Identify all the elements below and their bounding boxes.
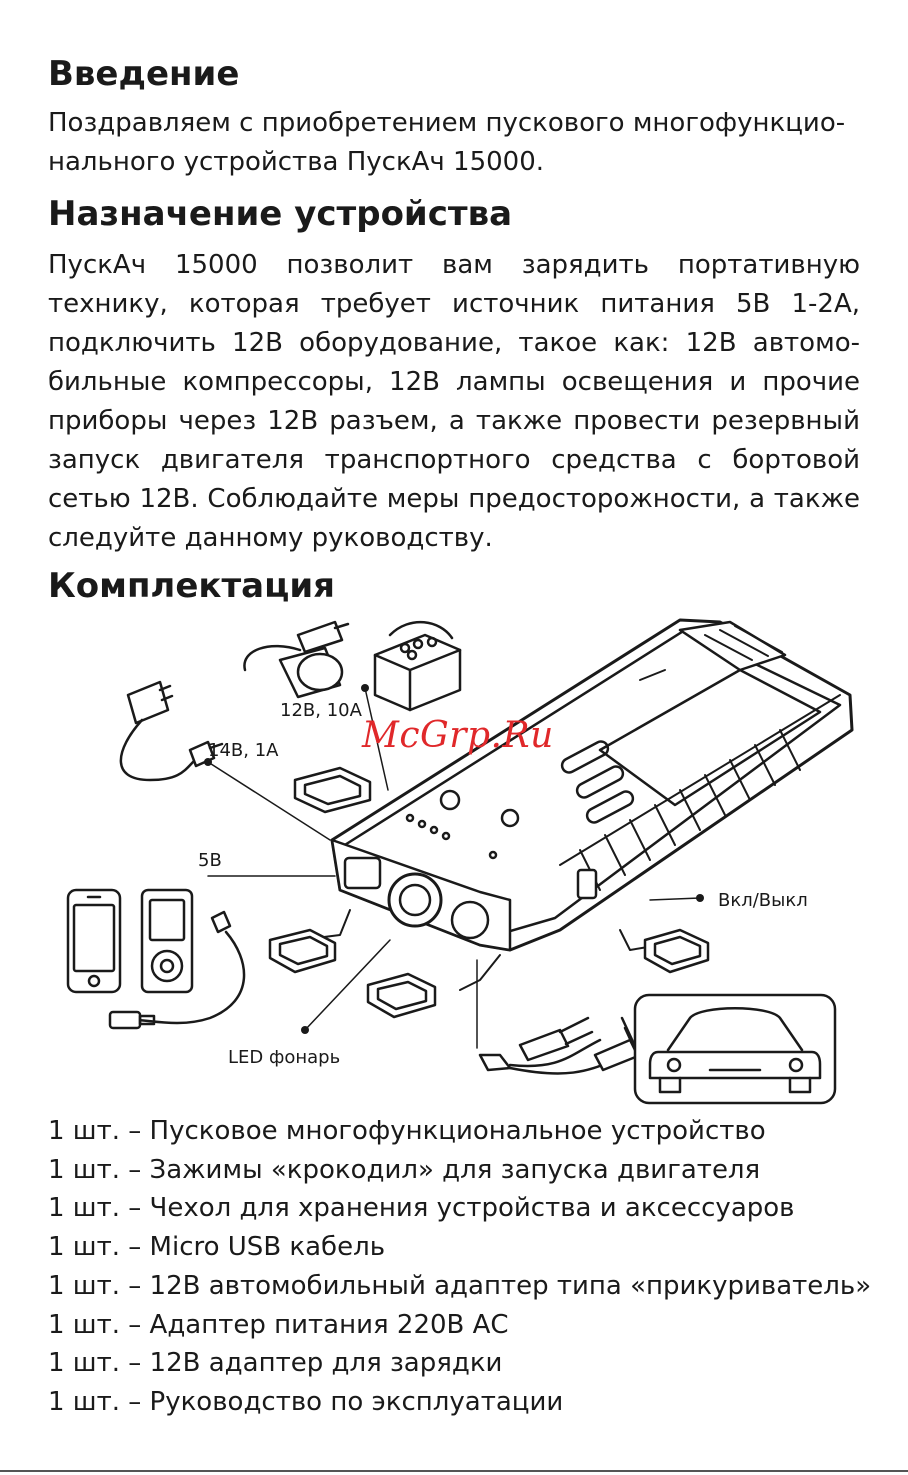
cap-icon [268,928,337,974]
list-item: 1 шт. – Чехол для хранения устройства и … [48,1193,795,1224]
kit-diagram-drawing [66,618,854,1105]
cap-icon [293,766,372,814]
list-item: 1 шт. – Micro USB кабель [48,1232,386,1263]
usb-cable-icon [108,910,246,1030]
intro-heading: Введение [48,54,240,94]
purpose-line: подключить 12В оборудование, такое как: … [48,328,860,358]
purpose-line: сетью 12В. Соблюдайте меры предосторожно… [48,484,860,514]
list-item: 1 шт. – Адаптер питания 220В АС [48,1309,509,1340]
label-usb: 5В [198,850,222,871]
car-icon [633,993,837,1105]
intro-line: Поздравляем с приобретением пускового мн… [48,108,846,138]
label-led: LED фонарь [228,1047,341,1068]
watermark: McGrp.Ru [362,715,554,756]
media-player-icon [140,888,194,994]
list-item: 1 шт. – 12В адаптер для зарядки [48,1348,503,1379]
intro-line: нального устройства ПускАч 15000. [48,147,545,177]
list-item: 1 шт. – Пусковое многофункциональное уст… [48,1116,766,1146]
list-item: 1 шт. – Зажимы «крокодил» для запуска дв… [48,1154,761,1185]
clamps-icon [478,1016,640,1075]
list-item: 1 шт. – Руководство по эксплуатации [48,1386,564,1417]
jump-starter-icon [299,618,854,991]
purpose-line: следуйте данному руководству. [48,523,493,553]
intro-paragraph: Поздравляем с приобретением пускового мн… [48,104,860,182]
purpose-line: бильные компрессоры, 12В лампы освещения… [48,367,860,397]
purpose-line: запуск двигателя транспортного средства … [48,445,860,475]
label-charger: 14В, 1А [208,740,279,761]
list-item: 1 шт. – 12В автомобильный адаптер типа «… [48,1270,872,1301]
purpose-line: ПускАч 15000 позволит вам зарядить порта… [48,250,860,280]
car-adapter-icon [243,620,350,699]
leader-dots [204,684,704,1034]
kit-heading: Комплектация [48,566,335,606]
storage-case-icon [373,620,462,712]
kit-diagram: 12В, 10А 14В, 1А 5В Вкл/Выкл LED фонарь [40,600,870,1110]
purpose-heading: Назначение устройства [48,194,513,234]
cap-icon [366,972,437,1019]
label-power-switch: Вкл/Выкл [718,890,808,911]
purpose-line: технику, которая требует источник питани… [48,289,860,319]
purpose-line: приборы через 12В разъем, а также провес… [48,406,860,436]
page-bottom-rule [0,1470,908,1472]
label-car-adapter: 12В, 10А [280,700,362,721]
leader-lines [207,687,701,1049]
cap-icon [643,928,710,974]
kit-list: 1 шт. – Пусковое многофункциональное уст… [48,1112,888,1422]
smartphone-icon [66,888,122,994]
purpose-paragraph: ПускАч 15000 позволит вам зарядить порта… [48,246,860,558]
